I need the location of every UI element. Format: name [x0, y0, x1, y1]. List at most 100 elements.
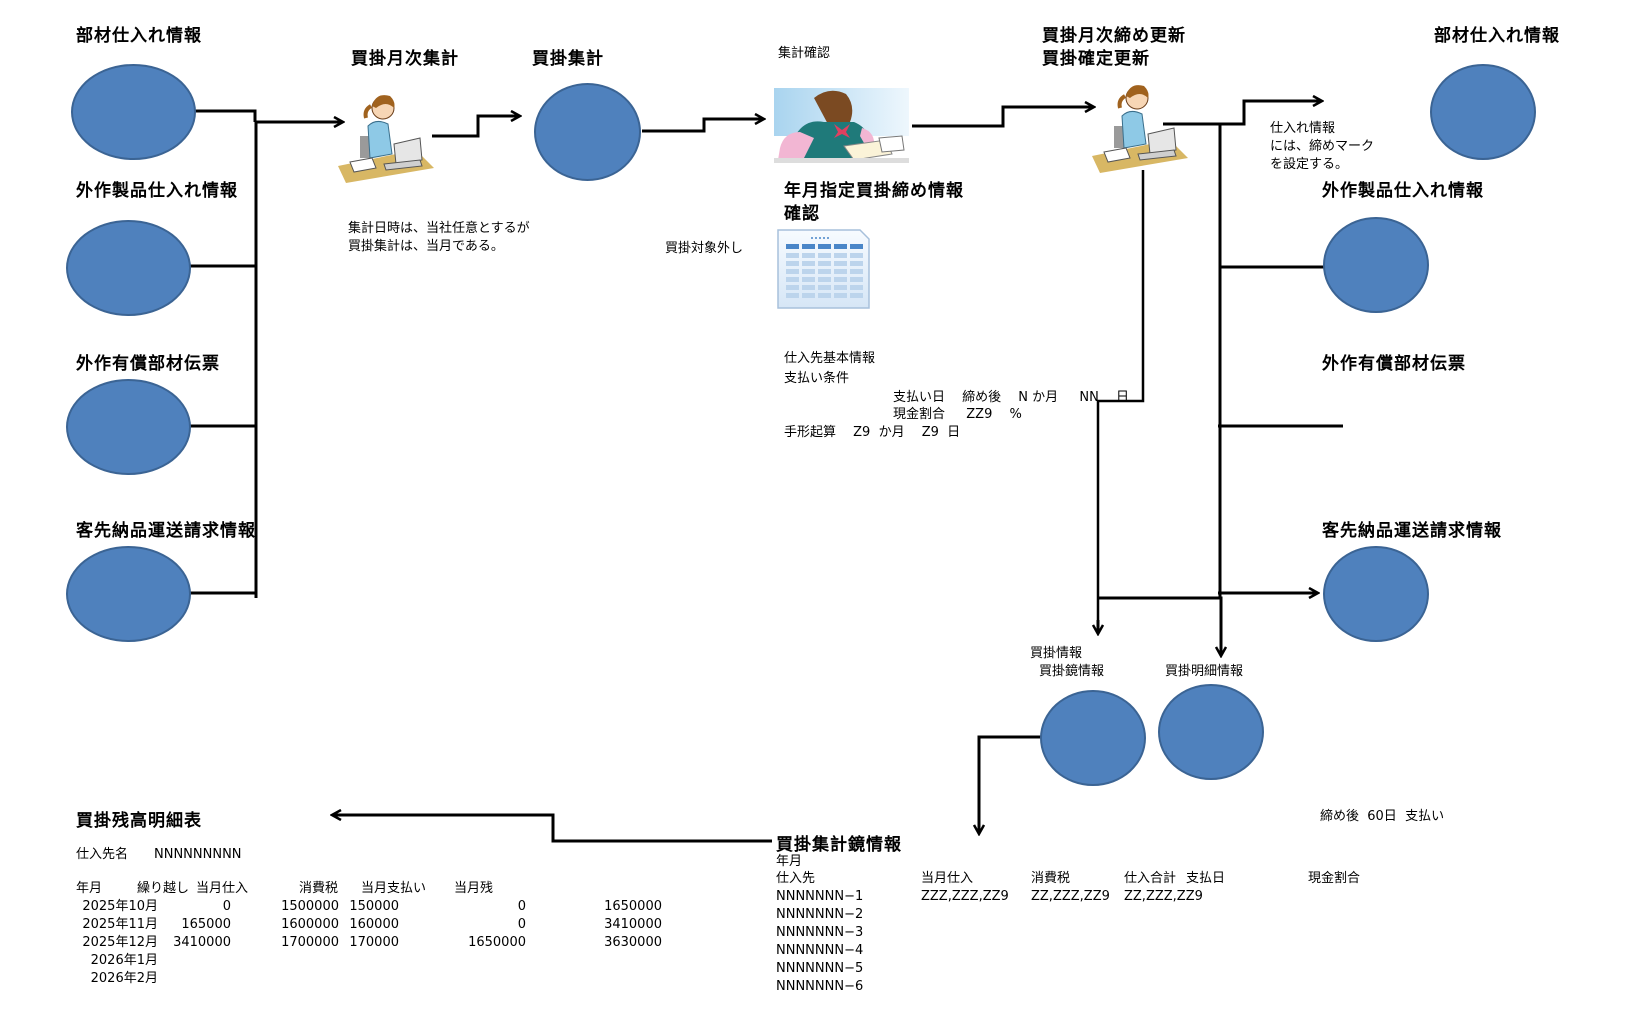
- cash-ratio-line: 現金割合 ZZ9 %: [893, 407, 1022, 422]
- supplier-info-title: 仕入先基本情報: [784, 351, 876, 366]
- right-target-store-1[interactable]: [1430, 64, 1536, 160]
- balance-header-carryover: 繰り越し: [137, 881, 190, 896]
- arrow-to-aggregate: [432, 116, 520, 138]
- balance-cell-tax: 170000: [349, 935, 399, 950]
- balance-cell-balance: 3630000: [604, 935, 662, 950]
- balance-header-row: 年月 繰り越し 当月仕入 消費税 当月支払い 当月残: [76, 880, 676, 898]
- arrow-to-summary: [979, 735, 1054, 834]
- close-process-title-2: 買掛確定更新: [1042, 49, 1150, 69]
- balance-cell-balance: 3410000: [604, 917, 662, 932]
- summary-cell-supplier: NNNNNNN−3: [776, 925, 864, 940]
- summary-row: NNNNNNN−3: [776, 924, 1276, 942]
- balance-cell-payment: 0: [517, 917, 526, 932]
- right-target-store-4[interactable]: [1323, 546, 1429, 642]
- operator-pc-icon: [338, 95, 434, 183]
- left-source-store-1[interactable]: [71, 64, 196, 160]
- balance-cell-period: 2025年10月: [82, 899, 158, 914]
- excluded-note: 買掛対象外し: [665, 241, 744, 256]
- balance-header-tax: 消費税: [299, 881, 339, 896]
- summary-header-payday: 支払日: [1186, 871, 1226, 886]
- balance-cell-period: 2026年2月: [90, 971, 158, 986]
- balance-cell-purchase: 1500000: [281, 899, 339, 914]
- bill-start-line: 手形起算 Z9 か月 Z9 日: [784, 425, 961, 440]
- summary-cell-tax: ZZ,ZZZ,ZZ9: [1031, 889, 1110, 904]
- balance-row: 2026年2月: [76, 970, 676, 988]
- aggregate-store[interactable]: [534, 83, 641, 181]
- balance-header-payment: 当月支払い: [361, 881, 427, 896]
- payment-note: 締め後 60日 支払い: [1320, 809, 1445, 824]
- summary-cell-total: ZZ,ZZZ,ZZ9: [1124, 889, 1203, 904]
- arrow-to-right-target-1: [1242, 99, 1322, 126]
- ap-info-label-1: 買掛情報: [1030, 646, 1083, 661]
- connector-to-detail: [1099, 596, 1223, 652]
- balance-cell-carryover: 3410000: [173, 935, 231, 950]
- close-mark-note-3: を設定する。: [1270, 157, 1349, 172]
- summary-header-purchase: 当月仕入: [921, 871, 974, 886]
- confirm-caption: 集計確認: [778, 46, 831, 61]
- arrow-to-confirm: [642, 119, 764, 133]
- balance-cell-purchase: 1700000: [281, 935, 339, 950]
- balance-supplier-value: NNNNNNNNN: [154, 847, 242, 862]
- balance-cell-tax: 160000: [349, 917, 399, 932]
- payment-terms-label: 支払い条件: [784, 371, 850, 386]
- spreadsheet-icon[interactable]: [776, 228, 871, 310]
- close-mark-note-2: には、締めマーク: [1270, 139, 1375, 154]
- balance-cell-payment: 1650000: [468, 935, 526, 950]
- summary-cell-supplier: NNNNNNN−2: [776, 907, 864, 922]
- balance-cell-tax: 150000: [349, 899, 399, 914]
- summary-mirror-title: 買掛集計鏡情報: [776, 835, 902, 855]
- aggregate-store-title: 買掛集計: [532, 49, 604, 69]
- summary-row: NNNNNNN−4: [776, 942, 1276, 960]
- operator-pc-icon-close: [1092, 85, 1188, 173]
- confirm-title-line-2: 確認: [784, 204, 820, 224]
- left-source-label-1: 部材仕入れ情報: [76, 26, 202, 46]
- connector-close-down: [1096, 170, 1145, 631]
- balance-report-title: 買掛残高明細表: [76, 811, 202, 831]
- summary-row: NNNNNNN−2: [776, 906, 1276, 924]
- left-source-label-2: 外作製品仕入れ情報: [76, 181, 238, 201]
- arrow-to-close: [912, 107, 1094, 128]
- close-process-title-1: 買掛月次締め更新: [1042, 26, 1186, 46]
- summary-cell-supplier: NNNNNNN−4: [776, 943, 864, 958]
- balance-header-period: 年月: [76, 881, 103, 896]
- balance-row: 2026年1月: [76, 952, 676, 970]
- left-source-label-4: 客先納品運送請求情報: [76, 521, 256, 541]
- balance-cell-period: 2025年12月: [82, 935, 158, 950]
- summary-header-cash-ratio: 現金割合: [1308, 871, 1361, 886]
- close-mark-note-1: 仕入れ情報: [1270, 121, 1336, 136]
- balance-supplier-label: 仕入先名: [76, 847, 129, 862]
- monthly-note-line-2: 買掛集計は、当月である。: [348, 239, 504, 254]
- right-target-label-2: 外作製品仕入れ情報: [1322, 181, 1484, 201]
- balance-header-balance: 当月残: [454, 881, 494, 896]
- balance-cell-carryover: 0: [222, 899, 231, 914]
- left-source-store-3[interactable]: [66, 379, 191, 475]
- reviewer-clipart-icon: [774, 88, 909, 163]
- confirm-title-line-1: 年月指定買掛締め情報: [784, 181, 964, 201]
- summary-row: NNNNNNN−6: [776, 978, 1276, 996]
- right-target-label-1: 部材仕入れ情報: [1434, 26, 1560, 46]
- summary-header-total: 仕入合計: [1124, 871, 1177, 886]
- left-source-store-2[interactable]: [66, 220, 191, 316]
- balance-cell-balance: 1650000: [604, 899, 662, 914]
- balance-cell-period: 2025年11月: [82, 917, 158, 932]
- left-source-label-3: 外作有償部材伝票: [76, 354, 220, 374]
- connector-left-source-1: [186, 109, 257, 122]
- ap-detail-label: 買掛明細情報: [1165, 664, 1244, 679]
- summary-cell-purchase: ZZZ,ZZZ,ZZ9: [921, 889, 1009, 904]
- balance-cell-payment: 0: [517, 899, 526, 914]
- ap-detail-store[interactable]: [1158, 684, 1264, 780]
- summary-period-label: 年月: [776, 854, 803, 869]
- balance-cell-purchase: 1600000: [281, 917, 339, 932]
- ap-info-store[interactable]: [1040, 690, 1146, 786]
- arrow-to-balance-report: [332, 815, 772, 843]
- monthly-process-title: 買掛月次集計: [351, 49, 459, 69]
- right-target-label-4: 客先納品運送請求情報: [1322, 521, 1502, 541]
- summary-header-row: 仕入先 当月仕入 消費税 仕入合計 支払日 現金割合: [776, 870, 1416, 888]
- summary-header-supplier: 仕入先: [776, 871, 816, 886]
- left-source-store-4[interactable]: [66, 546, 191, 642]
- right-target-store-2[interactable]: [1323, 217, 1429, 313]
